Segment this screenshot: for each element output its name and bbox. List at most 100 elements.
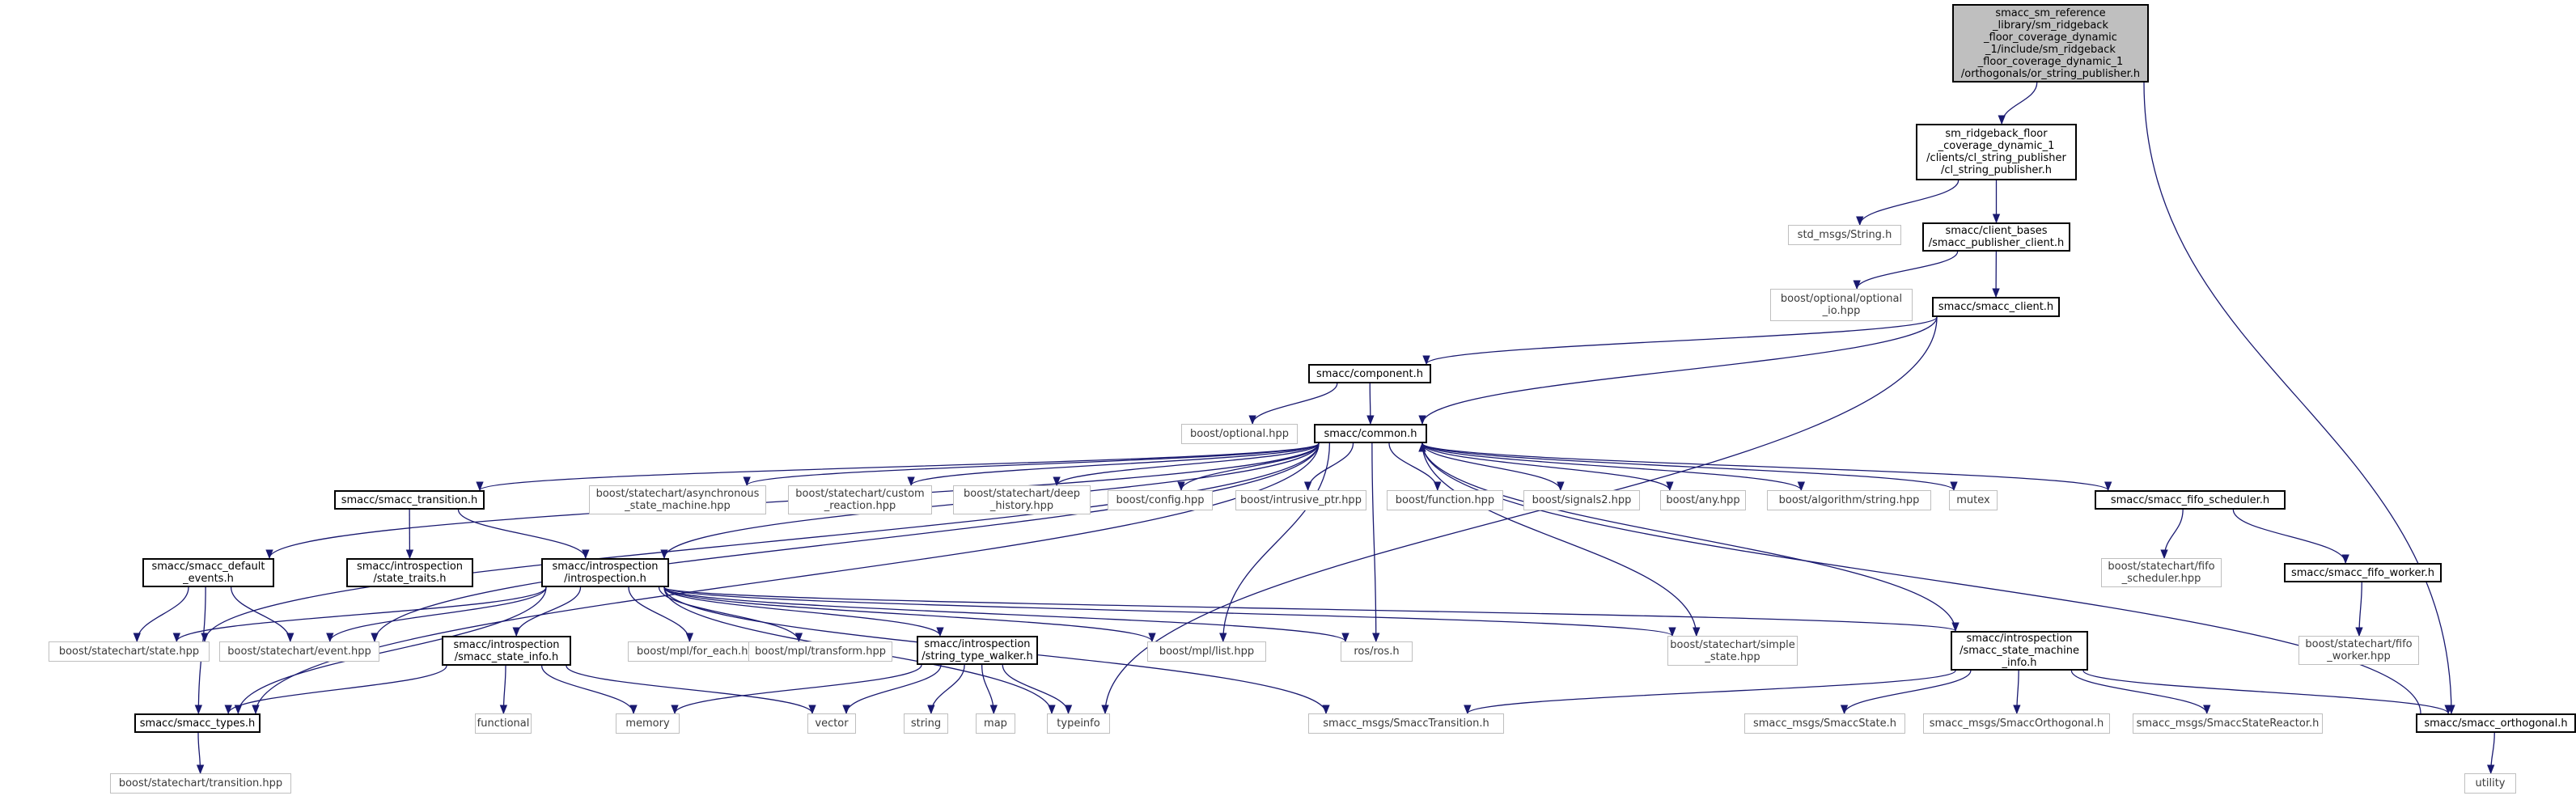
edge-introspection-to-event-hpp <box>326 586 547 643</box>
node-vector: vector <box>807 713 856 734</box>
edge-common-to-async-sm <box>743 442 1320 487</box>
edge-common-to-mpl-list <box>1219 442 1331 643</box>
edge-default-events-to-state-hpp <box>133 586 189 643</box>
node-utility: utility <box>2464 773 2516 794</box>
node-mutex: mutex <box>1949 490 1998 510</box>
node-state-hpp: boost/statechart/state.hpp <box>49 641 210 662</box>
node-std-string: std_msgs/String.h <box>1788 225 1901 245</box>
edge-type-walker-to-string <box>927 664 965 715</box>
edge-sm-info-to-smacc-reactor-msg <box>2070 670 2211 715</box>
node-fifo-sched-hpp: boost/statechart/fifo _scheduler.hpp <box>2101 558 2222 587</box>
edge-common-to-custom-reaction <box>907 442 1320 487</box>
edge-state-info-to-vector <box>566 665 816 715</box>
edge-type-walker-to-vector <box>842 664 942 715</box>
edge-common-to-fifo-sched <box>1421 442 2112 492</box>
node-optional: boost/optional.hpp <box>1181 424 1298 444</box>
edge-introspection-to-mpl-transform <box>658 586 803 643</box>
node-any: boost/any.hpp <box>1660 490 1746 510</box>
node-state-info[interactable]: smacc/introspection /smacc_state_info.h <box>442 636 571 666</box>
node-memory: memory <box>616 713 680 734</box>
node-mpl-list: boost/mpl/list.hpp <box>1147 641 1266 662</box>
node-introspection[interactable]: smacc/introspection /introspection.h <box>541 558 669 587</box>
edge-common-to-transition <box>476 442 1320 492</box>
edge-common-to-alg-string <box>1421 442 1805 492</box>
node-smacc-transition-msg: smacc_msgs/SmaccTransition.h <box>1308 713 1504 734</box>
node-default-events[interactable]: smacc/smacc_default _events.h <box>142 558 274 587</box>
node-cl-pub[interactable]: sm_ridgeback_floor _coverage_dynamic_1 /… <box>1916 124 2077 180</box>
edge-fifo-worker-to-fifo-worker-hpp <box>2355 582 2363 637</box>
edge-root-to-orthogonal <box>2143 82 2455 715</box>
edge-introspection-to-state-info <box>512 586 582 637</box>
edge-root-to-cl-pub <box>1998 82 2038 125</box>
edge-introspection-to-sm-info <box>663 586 1959 633</box>
node-common[interactable]: smacc/common.h <box>1314 424 1427 443</box>
node-mpl-transform: boost/mpl/transform.hpp <box>748 641 892 662</box>
edge-common-to-ros <box>1371 442 1380 643</box>
node-config: boost/config.hpp <box>1108 490 1213 510</box>
node-opt-io: boost/optional/optional _io.hpp <box>1770 289 1913 321</box>
edge-orthogonal-to-common <box>1418 442 2421 714</box>
edge-common-to-mutex <box>1421 442 1958 492</box>
edge-component-to-common <box>1366 383 1375 425</box>
node-signals2: boost/signals2.hpp <box>1523 490 1640 510</box>
edge-common-to-event-hpp <box>371 442 1320 643</box>
edge-state-info-to-memory <box>540 665 638 715</box>
edge-sm-info-to-smacc-orth-msg <box>2013 670 2021 715</box>
node-custom-reaction: boost/statechart/custom _reaction.hpp <box>788 485 932 514</box>
node-function: boost/function.hpp <box>1387 490 1503 510</box>
node-orthogonal[interactable]: smacc/smacc_orthogonal.h <box>2416 713 2576 733</box>
edge-type-walker-to-memory <box>671 664 922 715</box>
node-transition[interactable]: smacc/smacc_transition.h <box>334 490 485 510</box>
edge-common-to-deep-history <box>1053 442 1320 487</box>
edge-common-to-signals2 <box>1421 442 1565 492</box>
edge-pub-client-to-opt-io <box>1853 251 1959 290</box>
node-type-walker[interactable]: smacc/introspection /string_type_walker.… <box>917 636 1038 665</box>
node-pub-client[interactable]: smacc/client_bases /smacc_publisher_clie… <box>1922 222 2070 252</box>
edge-sm-info-to-smacc-state-msg <box>1840 670 1972 715</box>
edge-common-to-function <box>1388 442 1442 492</box>
node-root[interactable]: smacc_sm_reference _library/sm_ridgeback… <box>1952 4 2149 83</box>
edge-state-info-to-smacc-types <box>224 665 447 715</box>
edge-type-walker-to-typeinfo <box>1002 664 1073 715</box>
edge-common-to-state-hpp <box>201 442 1320 643</box>
node-fifo-worker-hpp: boost/statechart/fifo _worker.hpp <box>2298 636 2419 665</box>
node-component[interactable]: smacc/component.h <box>1308 364 1431 383</box>
node-event-hpp: boost/statechart/event.hpp <box>219 641 379 662</box>
node-typeinfo: typeinfo <box>1047 713 1110 734</box>
edge-introspection-to-ros <box>663 586 1349 643</box>
node-smacc-state-msg: smacc_msgs/SmaccState.h <box>1744 713 1905 734</box>
edge-sm-info-to-common <box>1418 442 1956 632</box>
node-smacc-client[interactable]: smacc/smacc_client.h <box>1932 297 2060 317</box>
node-smacc-types[interactable]: smacc/smacc_types.h <box>134 713 261 733</box>
edge-state-info-to-functional <box>499 665 508 715</box>
node-intrusive-ptr: boost/intrusive_ptr.hpp <box>1235 490 1366 510</box>
edge-sm-info-to-smacc-transition-msg <box>1464 670 1956 715</box>
node-state-traits[interactable]: smacc/introspection /state_traits.h <box>346 558 473 587</box>
node-smacc-orth-msg: smacc_msgs/SmaccOrthogonal.h <box>1923 713 2110 734</box>
edge-common-to-any <box>1421 442 1674 492</box>
node-alg-string: boost/algorithm/string.hpp <box>1767 490 1931 510</box>
edge-common-to-simple-state <box>1421 442 1701 637</box>
node-fifo-sched[interactable]: smacc/smacc_fifo_scheduler.h <box>2095 490 2286 510</box>
edge-fifo-sched-to-fifo-sched-hpp <box>2160 509 2184 560</box>
edge-type-walker-to-map <box>981 664 998 715</box>
edge-fifo-sched-to-fifo-worker <box>2232 509 2349 565</box>
edge-common-to-intrusive-ptr <box>1303 442 1354 492</box>
edge-orthogonal-to-utility <box>2487 732 2495 775</box>
edge-smacc-client-to-common <box>1418 316 1938 425</box>
node-fifo-worker[interactable]: smacc/smacc_fifo_worker.h <box>2284 563 2442 582</box>
node-sc-transition: boost/statechart/transition.hpp <box>110 773 291 794</box>
edge-default-events-to-event-hpp <box>230 586 294 643</box>
node-async-sm: boost/statechart/asynchronous _state_mac… <box>589 485 766 514</box>
node-string: string <box>904 713 948 734</box>
node-functional: functional <box>475 713 532 734</box>
node-deep-history: boost/statechart/deep _history.hpp <box>953 485 1091 514</box>
edge-cl-pub-to-std-string <box>1856 180 1960 226</box>
edge-introspection-to-state-hpp <box>172 586 547 643</box>
node-sm-info[interactable]: smacc/introspection /smacc_state_machine… <box>1951 631 2088 671</box>
node-for-each: boost/mpl/for_each.hpp <box>628 641 770 662</box>
edge-smacc-types-to-sc-transition <box>196 732 205 775</box>
edge-transition-to-introspection <box>457 509 590 560</box>
